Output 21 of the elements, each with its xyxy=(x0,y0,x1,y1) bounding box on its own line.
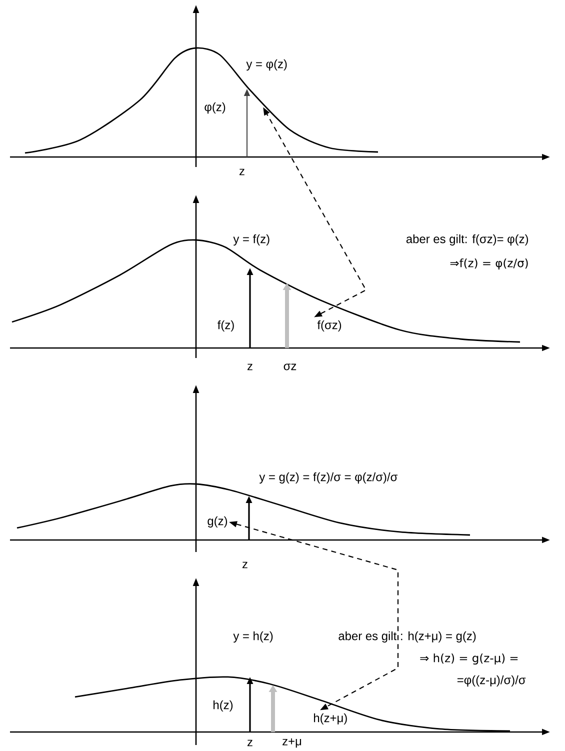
formula-label: ⇒ h(z) = g(z-μ) = xyxy=(420,653,518,665)
formula-label: =φ((z-μ)/σ)/σ xyxy=(457,675,526,687)
formula-label: y = g(z) = f(z)/σ = φ(z/σ)/σ xyxy=(259,472,398,484)
formula-label: y = h(z) xyxy=(233,631,273,643)
formula-label: y = f(z) xyxy=(233,234,270,246)
value-label: φ(z) xyxy=(204,102,226,114)
formula-label: h(z) xyxy=(214,700,233,712)
formula-label: z+μ xyxy=(282,738,302,748)
formula-label: z xyxy=(242,562,248,568)
formula-label: f(z) xyxy=(218,320,234,332)
formula-label: aber es gilt: f(σz)= φ(z) xyxy=(406,234,528,246)
value-label: g(z) xyxy=(208,516,228,528)
formula-label: y = φ(z) xyxy=(246,59,287,71)
formula-label: z xyxy=(248,740,252,746)
value-label: h(z+μ) xyxy=(314,713,347,725)
formula-label: aber es gilt : h(z+μ) = g(z) xyxy=(338,631,476,643)
value-label: f(σz) xyxy=(317,320,342,332)
formula-label: z xyxy=(248,364,252,370)
formula-label: z xyxy=(240,168,244,176)
formula-label: σz xyxy=(284,364,296,370)
formula-label: ⇒f(z) = φ(z/σ) xyxy=(450,258,528,270)
